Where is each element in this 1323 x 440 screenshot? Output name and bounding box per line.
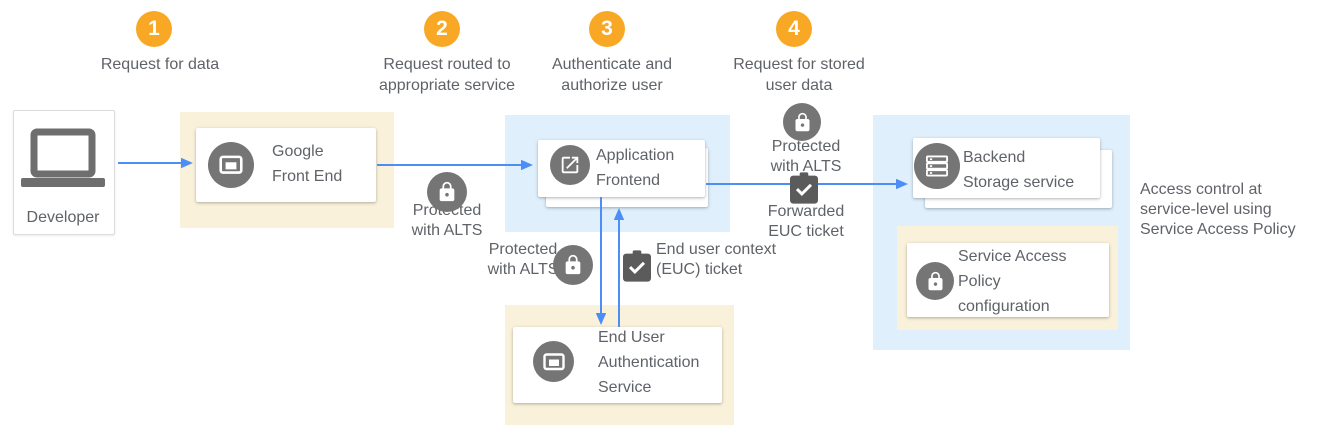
step-4-label-line: user data (765, 77, 833, 94)
application-frontend-label: Application Frontend (596, 147, 675, 189)
step-1-label: Request for data (60, 54, 260, 75)
step-1-label-line: Request for data (100, 56, 220, 73)
laptop-icon (21, 128, 105, 188)
web-screen-icon (533, 341, 574, 382)
lock-icon (553, 245, 593, 285)
google-front-end-label: Google Front End (272, 143, 343, 185)
alts-storage-label: Protected with ALTS (770, 138, 842, 175)
step-3-label: Authenticate and authorize user (512, 54, 712, 96)
euc-ticket-label: End user context (EUC) ticket (656, 241, 777, 278)
step-2-label-line: Request routed to (383, 56, 511, 73)
developer-label: Developer (26, 209, 100, 226)
step-3-label-line: Authenticate and (551, 56, 673, 73)
step-1-badge: 1 (136, 11, 172, 47)
launch-icon (550, 145, 590, 185)
step-4-label: Request for stored user data (699, 54, 899, 96)
step-2-badge: 2 (424, 11, 460, 47)
forwarded-ticket-label: Forwarded EUC ticket (767, 203, 845, 240)
forwarded-ticket-icon (790, 172, 818, 204)
web-screen-icon (208, 142, 254, 188)
end-user-auth-label: End User Authentication Service (598, 329, 700, 396)
step-2-label-line: appropriate service (378, 77, 516, 94)
service-access-policy-label: Service Access Policy configuration (958, 248, 1067, 315)
backend-storage-label: Backend Storage service (963, 149, 1075, 191)
lock-icon (783, 103, 821, 141)
lock-icon (427, 172, 467, 212)
euc-ticket-icon (623, 250, 651, 282)
step-4-badge: 4 (776, 11, 812, 47)
step-3-label-line: authorize user (561, 77, 663, 94)
step-2-label: Request routed to appropriate service (347, 54, 547, 96)
storage-icon (914, 143, 960, 189)
step-3-badge: 3 (589, 11, 625, 47)
alts-auth-label: Protected with ALTS (487, 241, 559, 278)
access-control-note: Access control at service-level using Se… (1140, 181, 1296, 238)
step-4-label-line: Request for stored (733, 56, 865, 73)
lock-icon (916, 262, 954, 300)
